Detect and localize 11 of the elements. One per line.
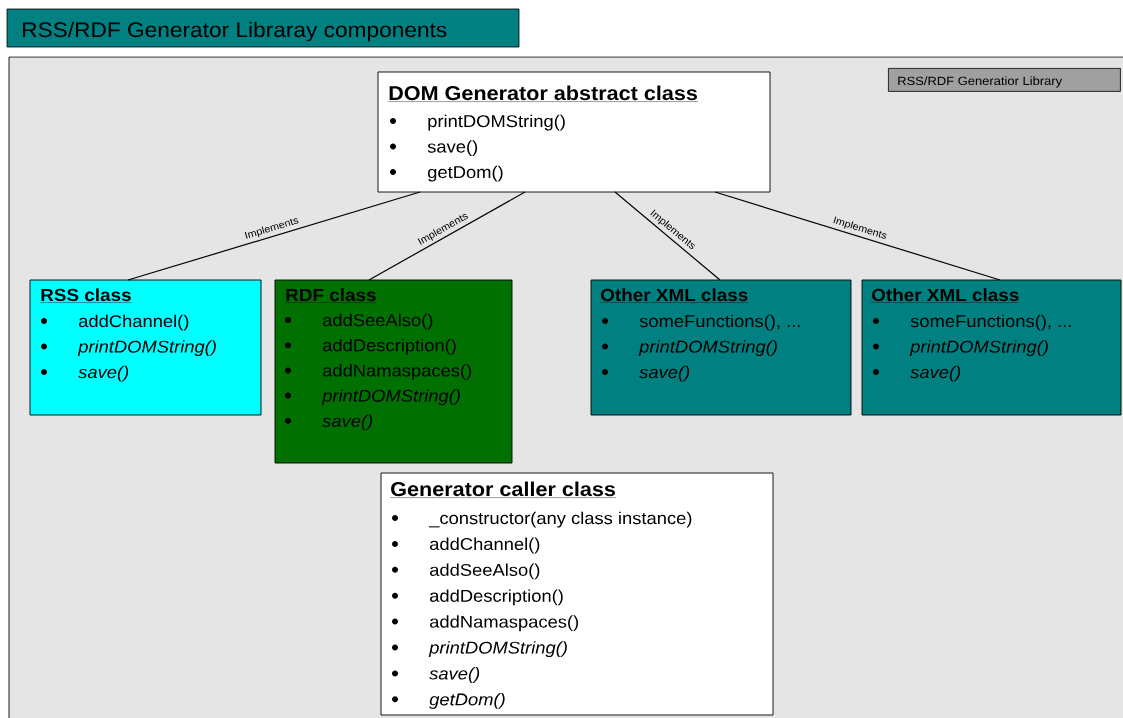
connector-line [614,191,721,281]
class-box: RDF class addSeeAlso() addDescription() addNamaspaces() printDOMString() save() [274,279,513,464]
connector-line [127,191,421,281]
connector-line [714,191,1001,281]
title-banner: RSS/RDF Generator Libraray components [6,8,520,48]
class-box: DOM Generator abstract class printDOMString() save() getDom() [377,71,771,193]
connector-line [368,191,526,281]
class-box: Other XML class someFunctions(), ... printDOMString() save() [590,279,852,416]
class-box: RSS class addChannel() printDOMString() save() [29,279,262,416]
class-box: Generator caller class _constructor(any class instance) addChannel() addSeeAlso() addDescription() addNamaspaces() printDOMString() save() getDom() [380,472,774,716]
class-box: Other XML class someFunctions(), ... printDOMString() save() [861,279,1122,416]
